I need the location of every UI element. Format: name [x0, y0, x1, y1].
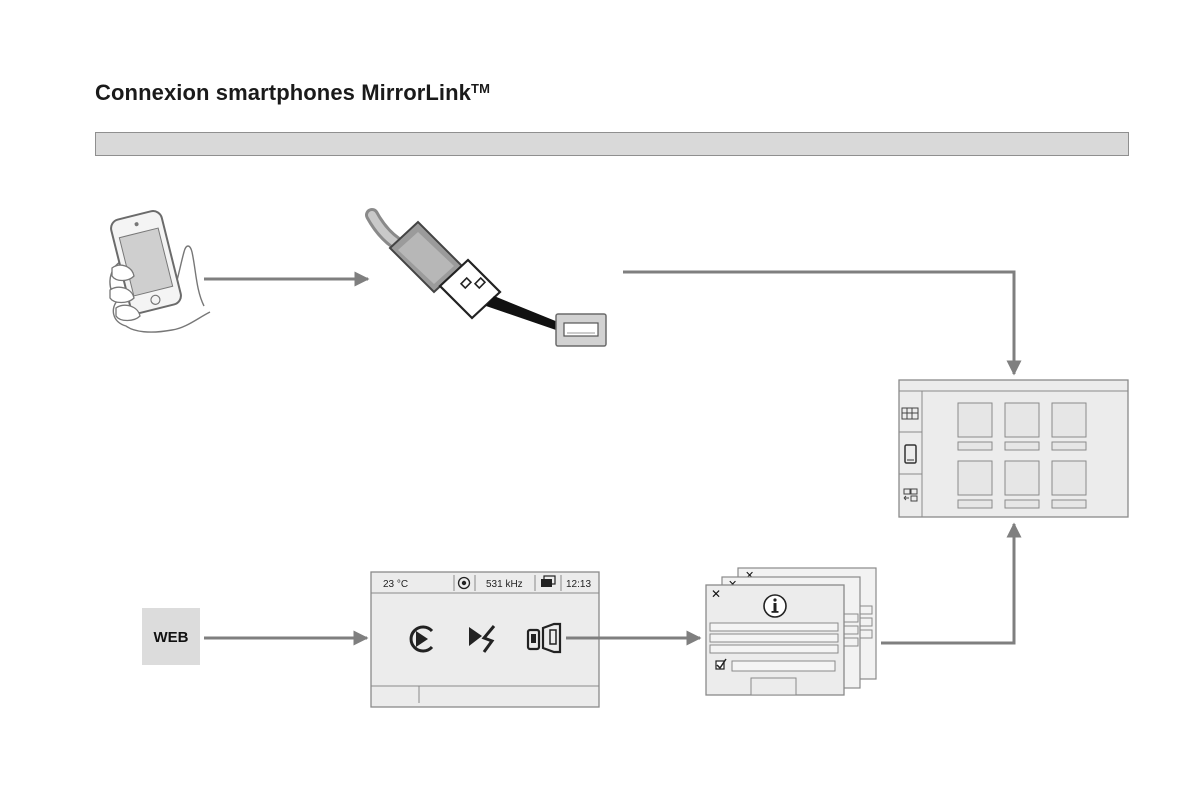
frequency-readout: 531 kHz: [486, 579, 523, 590]
dialog-field-3[interactable]: [709, 644, 839, 654]
smartphone-in-hand-icon: [109, 210, 211, 333]
mirrorlink-apps-screen: [898, 379, 1129, 518]
dialog-checkbox-field[interactable]: [731, 660, 836, 672]
grid-apps-icon: [901, 407, 919, 420]
radio-icon: [457, 576, 471, 590]
dialog-confirm-button[interactable]: [750, 677, 797, 696]
page-title: Connexion smartphones MirrorLinkTM: [95, 80, 490, 106]
arrow-dialogs-to-screen: [881, 522, 1022, 645]
web-label: WEB: [154, 629, 189, 646]
usb-connection-line: [486, 296, 558, 330]
mirrorlink-icon[interactable]: [526, 622, 562, 654]
play-source-icon[interactable]: [409, 625, 434, 653]
head-unit-screen: 23 °C 531 kHz 12:13: [370, 571, 600, 708]
web-box: WEB: [142, 608, 200, 665]
info-icon: [763, 594, 787, 618]
checkbox-icon[interactable]: [715, 658, 727, 670]
clock-readout: 12:13: [566, 579, 591, 590]
header-bar: [95, 132, 1129, 156]
dialog-field-2[interactable]: [709, 633, 839, 643]
app-tiles: [957, 402, 1087, 509]
usb-port-icon: [555, 313, 607, 347]
phone-icon: [904, 444, 917, 464]
arrow-usb-to-screen: [623, 270, 1022, 376]
dialog-field-1[interactable]: [709, 622, 839, 632]
svg-text:✕: ✕: [745, 569, 754, 582]
temperature-readout: 23 °C: [383, 579, 408, 590]
usb-plug-icon: [365, 208, 502, 320]
apps-arrange-icon: [903, 488, 918, 502]
messages-icon: [541, 575, 556, 587]
dialog-stack: ✕ ✕ ✕: [705, 567, 877, 696]
ds-brand-icon[interactable]: [469, 625, 496, 653]
trademark-mark: TM: [471, 81, 491, 96]
close-icon[interactable]: ✕: [711, 587, 721, 601]
title-text: Connexion smartphones MirrorLink: [95, 80, 472, 105]
